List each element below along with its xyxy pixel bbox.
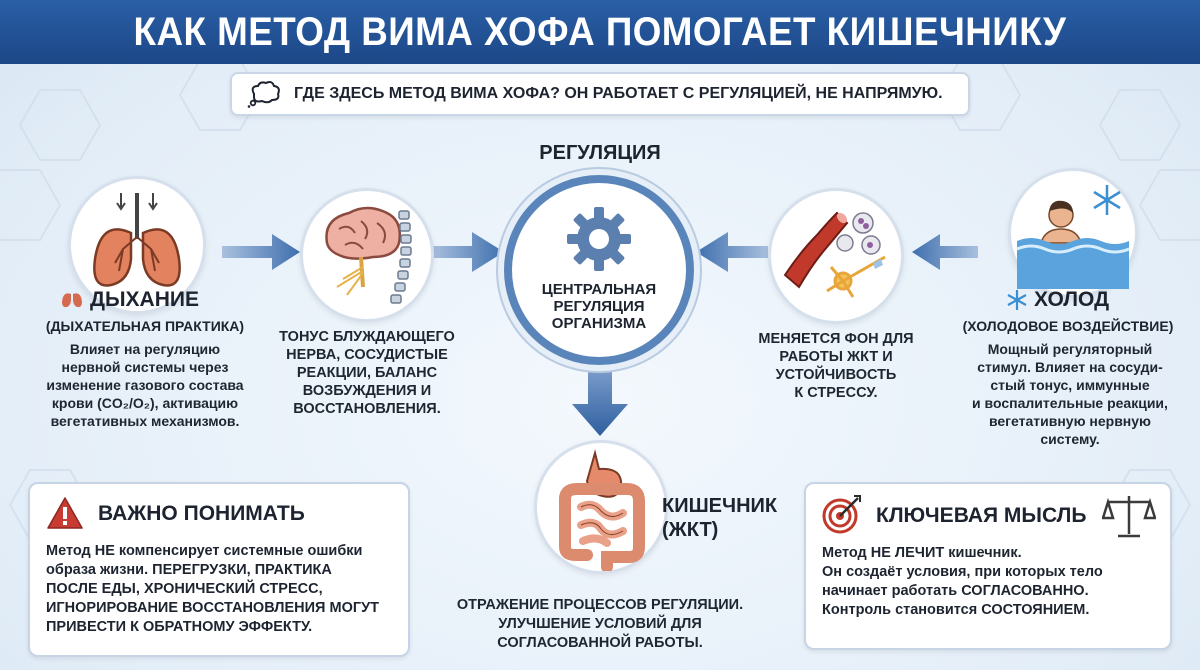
key-thought-box: КЛЮЧЕВАЯ МЫСЛЬ Метод НЕ ЛЕЧИТ кишечник. …	[804, 482, 1172, 650]
background-description: МЕНЯЕТСЯ ФОН ДЛЯ РАБОТЫ ЖКТ И УСТОЙЧИВОС…	[758, 331, 914, 401]
central-caption: ЦЕНТРАЛЬНАЯ РЕГУЛЯЦИЯ ОРГАНИЗМА	[541, 281, 657, 332]
lungs-illustration	[68, 176, 206, 314]
brain-icon	[325, 206, 412, 304]
vessels-cells-illustration	[768, 188, 904, 324]
important-text: Метод НЕ компенсирует системные ошибки о…	[46, 543, 379, 635]
key-text: Метод НЕ ЛЕЧИТ кишечник. Он создаёт усло…	[822, 545, 1103, 618]
gut-description: ОТРАЖЕНИЕ ПРОЦЕССОВ РЕГУЛЯЦИИ. УЛУЧШЕНИЕ…	[456, 597, 744, 651]
intestine-illustration	[534, 440, 668, 574]
intestine-icon	[559, 449, 645, 571]
cold-description: Мощный регуляторный стимул. Влияет на со…	[972, 341, 1168, 447]
snowflake-icon	[1093, 185, 1121, 215]
regulation-label: РЕГУЛЯЦИЯ	[539, 142, 661, 164]
important-title: ВАЖНО ПОНИМАТЬ	[98, 502, 305, 525]
title-banner: КАК МЕТОД ВИМА ХОФА ПОМОГАЕТ КИШЕЧНИКУ	[0, 0, 1200, 64]
lungs-small-icon	[62, 293, 82, 308]
arrow-background-to-center	[696, 232, 768, 272]
arrow-nerve-to-center	[432, 232, 504, 272]
scales-icon	[1102, 496, 1156, 538]
blood-vessel-icon	[783, 211, 886, 298]
nerve-description: ТОНУС БЛУЖДАЮЩЕГО НЕРВА, СОСУДИСТЫЕ РЕАК…	[279, 329, 455, 417]
snowflake-small-icon	[1007, 290, 1027, 310]
gear-icon	[567, 207, 631, 271]
breathing-title: ДЫХАНИЕ	[90, 288, 199, 311]
brain-spine-illustration	[300, 188, 434, 322]
arrow-breathing-to-nerve	[222, 234, 300, 270]
cold-water-icon	[1016, 185, 1130, 289]
target-icon	[822, 495, 861, 534]
cold-subtitle: (ХОЛОДОВОЕ ВОЗДЕЙСТВИЕ)	[962, 318, 1174, 334]
arrow-center-to-gut	[572, 370, 628, 436]
arrow-cold-to-background	[912, 234, 978, 270]
cold-title: ХОЛОД	[1034, 288, 1110, 311]
question-banner: ГДЕ ЗДЕСЬ МЕТОД ВИМА ХОФА? ОН РАБОТАЕТ С…	[230, 72, 970, 116]
neuron-icon	[826, 255, 886, 298]
question-text: ГДЕ ЗДЕСЬ МЕТОД ВИМА ХОФА? ОН РАБОТАЕТ С…	[294, 85, 943, 102]
important-box: ВАЖНО ПОНИМАТЬ Метод НЕ компенсирует сис…	[28, 482, 410, 657]
lungs-icon	[93, 193, 181, 287]
central-regulation-node: ЦЕНТРАЛЬНАЯ РЕГУЛЯЦИЯ ОРГАНИЗМА	[504, 175, 694, 365]
breathing-subtitle: (ДЫХАТЕЛЬНАЯ ПРАКТИКА)	[45, 318, 245, 334]
key-title: КЛЮЧЕВАЯ МЫСЛЬ	[876, 504, 1087, 527]
thought-bubble-icon	[247, 81, 280, 108]
gut-title: КИШЕЧНИК (ЖКТ)	[662, 495, 778, 541]
breathing-description: Влияет на регуляцию нервной системы чере…	[46, 341, 244, 429]
cold-water-illustration	[1008, 168, 1138, 298]
warning-icon	[47, 497, 83, 529]
page-title: КАК МЕТОД ВИМА ХОФА ПОМОГАЕТ КИШЕЧНИКУ	[133, 9, 1067, 54]
